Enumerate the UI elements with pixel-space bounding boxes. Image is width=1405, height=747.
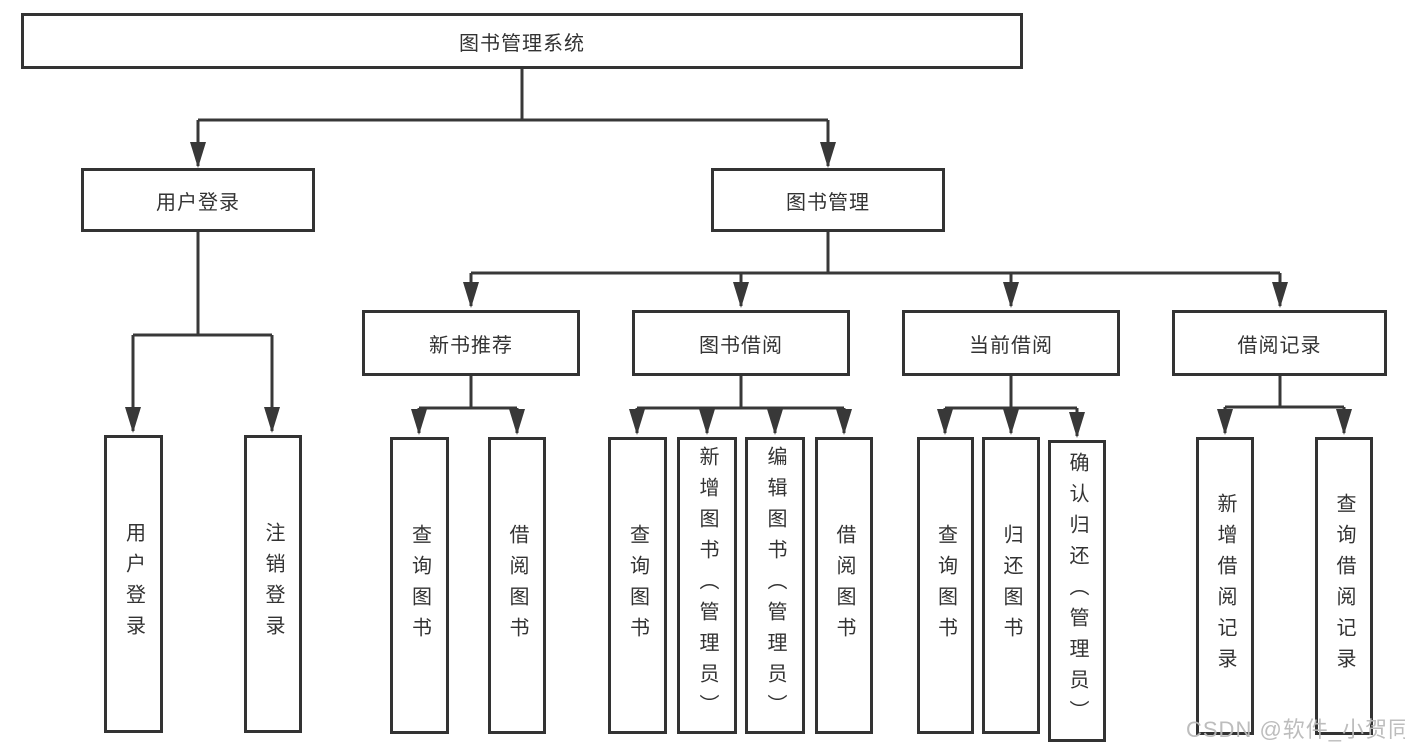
- node-nbr-borrow: 借阅图书: [488, 437, 546, 734]
- node-new-book-rec: 新书推荐: [362, 310, 580, 376]
- node-cb-query: 查询图书: [917, 437, 974, 734]
- node-cb-return: 归还图书: [982, 437, 1040, 734]
- csdn-watermark: CSDN @软件_小贺同学: [1186, 717, 1405, 742]
- node-user-login: 用户登录: [104, 435, 163, 733]
- node-cb-query-label: 查询图书: [934, 523, 957, 648]
- node-br-query-label: 查询借阅记录: [1333, 493, 1355, 679]
- edge-bookmgmt-stem: [471, 232, 1280, 275]
- node-user-login-label: 用户登录: [122, 522, 145, 646]
- node-book-borrow: 图书借阅: [632, 310, 850, 376]
- node-user-login-group: 用户登录: [81, 168, 315, 232]
- node-root: 图书管理系统: [21, 13, 1023, 69]
- node-logout-label: 注销登录: [262, 522, 284, 646]
- edge-cb-stem: [945, 376, 1077, 410]
- node-book-borrow-label: 图书借阅: [699, 334, 783, 357]
- node-bb-add: 新增图书（管理员）: [677, 437, 737, 734]
- node-book-mgmt-label: 图书管理: [786, 191, 870, 214]
- node-borrow-records: 借阅记录: [1172, 310, 1387, 376]
- node-book-mgmt: 图书管理: [711, 168, 945, 232]
- node-user-login-group-label: 用户登录: [156, 191, 240, 214]
- node-br-add-label: 新增借阅记录: [1214, 493, 1236, 679]
- node-bb-borrow: 借阅图书: [815, 437, 873, 734]
- node-new-book-rec-label: 新书推荐: [429, 334, 513, 357]
- node-borrow-records-label: 借阅记录: [1237, 334, 1322, 357]
- node-bb-query: 查询图书: [608, 437, 667, 734]
- node-nbr-borrow-label: 借阅图书: [506, 523, 528, 648]
- node-logout: 注销登录: [244, 435, 302, 733]
- node-current-borrow-label: 当前借阅: [969, 334, 1053, 357]
- edge-root-stem: [198, 69, 828, 122]
- edge-nbr-stem: [419, 376, 517, 410]
- node-root-label: 图书管理系统: [459, 32, 585, 55]
- node-cb-return-label: 归还图书: [1000, 523, 1022, 648]
- edge-br-stem: [1225, 376, 1344, 409]
- node-br-query: 查询借阅记录: [1315, 437, 1373, 735]
- node-cb-confirm-label: 确认归还（管理员）: [1066, 451, 1088, 731]
- edge-userlogin-stem: [133, 232, 272, 337]
- node-bb-edit: 编辑图书（管理员）: [745, 437, 805, 734]
- node-current-borrow: 当前借阅: [902, 310, 1120, 376]
- node-bb-borrow-label: 借阅图书: [833, 523, 855, 648]
- node-bb-edit-label: 编辑图书（管理员）: [764, 446, 786, 725]
- node-bb-add-label: 新增图书（管理员）: [696, 446, 718, 725]
- node-nbr-query: 查询图书: [390, 437, 449, 734]
- node-cb-confirm: 确认归还（管理员）: [1048, 440, 1106, 742]
- node-nbr-query-label: 查询图书: [408, 523, 431, 648]
- node-bb-query-label: 查询图书: [626, 523, 649, 648]
- edge-bb-stem: [637, 376, 844, 410]
- node-br-add: 新增借阅记录: [1196, 437, 1254, 735]
